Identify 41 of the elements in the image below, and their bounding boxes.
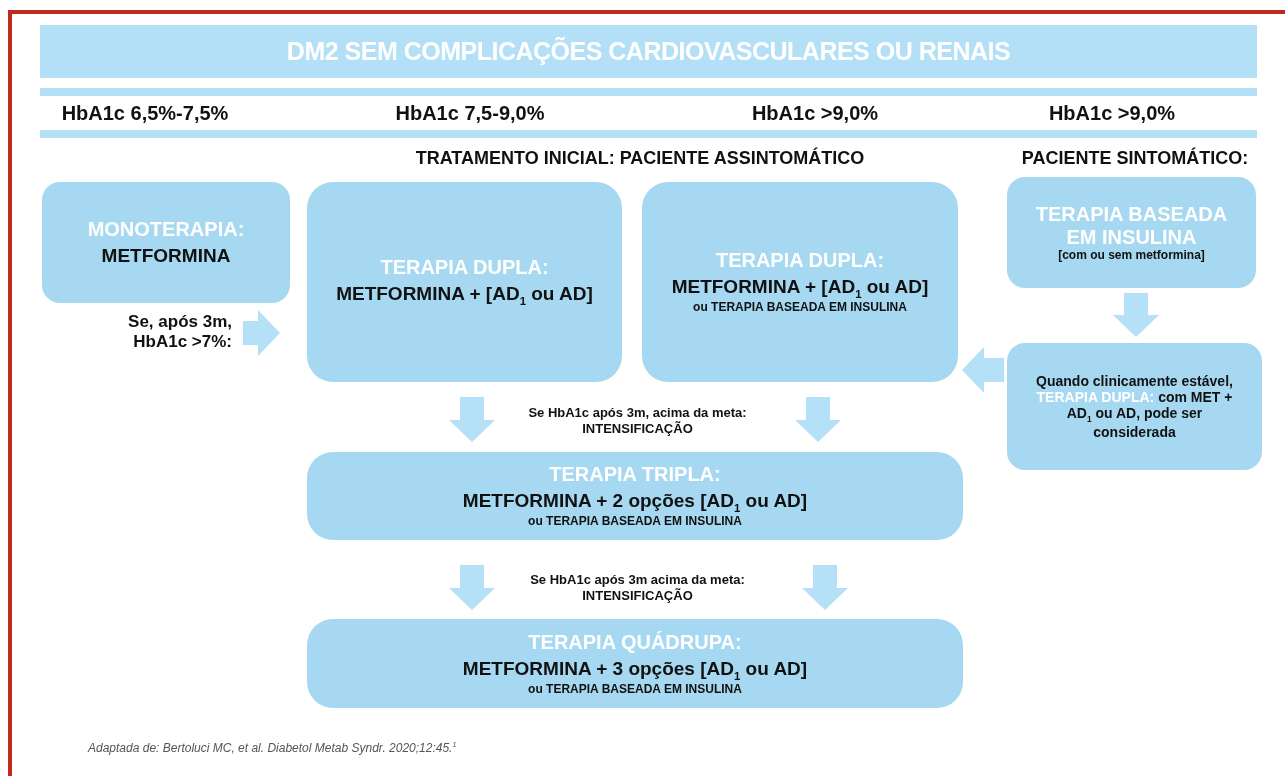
box-text: [com ou sem metformina] (1058, 248, 1205, 263)
box-heading: TERAPIA QUÁDRUPA: (528, 630, 742, 654)
arrow (795, 397, 841, 442)
box-text: Quando clinicamente estável, TERAPIA DUPLA: com MET + AD$_{1}$ ou AD, pode ser considerada (1035, 372, 1234, 441)
box-heading: TERAPIA BASEADA EM INSULINA (1034, 202, 1229, 249)
label-text: HbA1c 6,5%-7,5% (60, 101, 230, 125)
arrow (449, 565, 495, 610)
label-text: HbA1c >9,0% (750, 101, 880, 125)
arrow (802, 565, 848, 610)
edge-label: Se, após 3m, HbA1c >7%: (127, 312, 232, 353)
arrow (1113, 293, 1159, 337)
label-text: HbA1c >9,0% (1047, 101, 1177, 125)
box-heading: TERAPIA TRIPLA: (549, 463, 721, 487)
therapy-box (307, 452, 963, 540)
therapy-box (307, 182, 622, 382)
box-text: METFORMINA (101, 245, 231, 267)
box-text: ou TERAPIA BASEADA EM INSULINA (528, 682, 742, 697)
arrow (243, 310, 280, 356)
arrow (962, 347, 1004, 393)
box-text: METFORMINA + [AD$_{1}$ ou AD] (336, 283, 593, 308)
box-heading: TERAPIA DUPLA: (380, 256, 549, 280)
therapy-box (642, 182, 958, 382)
therapy-box (1007, 177, 1256, 288)
therapy-box (1007, 343, 1262, 470)
box-text: METFORMINA + 2 opções [AD$_{1}$ ou AD] (462, 490, 808, 516)
source-caption: Adaptada de: Bertoluci MC, et al. Diabetol Metab Syndr. 2020;12:45.$^{1}$ (88, 740, 457, 755)
box-text: ou TERAPIA BASEADA EM INSULINA (528, 515, 742, 529)
box-heading: TERAPIA DUPLA: (715, 249, 885, 273)
therapy-box (42, 182, 290, 303)
label-text: PACIENTE SINTOMÁTICO: (1020, 148, 1250, 170)
box-text: METFORMINA + [AD$_{1}$ ou AD] (671, 276, 929, 302)
box-text: METFORMINA + 3 opções [AD$_{1}$ ou AD] (462, 657, 808, 683)
label-text: Se HbA1c após 3m, acima da meta: INTENSIFICAÇÃO (527, 405, 748, 437)
box-text: ou TERAPIA BASEADA EM INSULINA (693, 301, 907, 315)
title: DM2 SEM COMPLICAÇÕES CARDIOVASCULARES OU RENAIS (286, 37, 1011, 66)
therapy-box (307, 619, 963, 708)
arrow (449, 397, 495, 442)
box-heading: MONOTERAPIA: (87, 218, 245, 242)
label-text: TRATAMENTO INICIAL: PACIENTE ASSINTOMÁTICO (414, 148, 866, 170)
label-text: HbA1c 7,5-9,0% (394, 101, 546, 125)
label-text: Se HbA1c após 3m acima da meta: INTENSIFICAÇÃO (529, 572, 746, 604)
